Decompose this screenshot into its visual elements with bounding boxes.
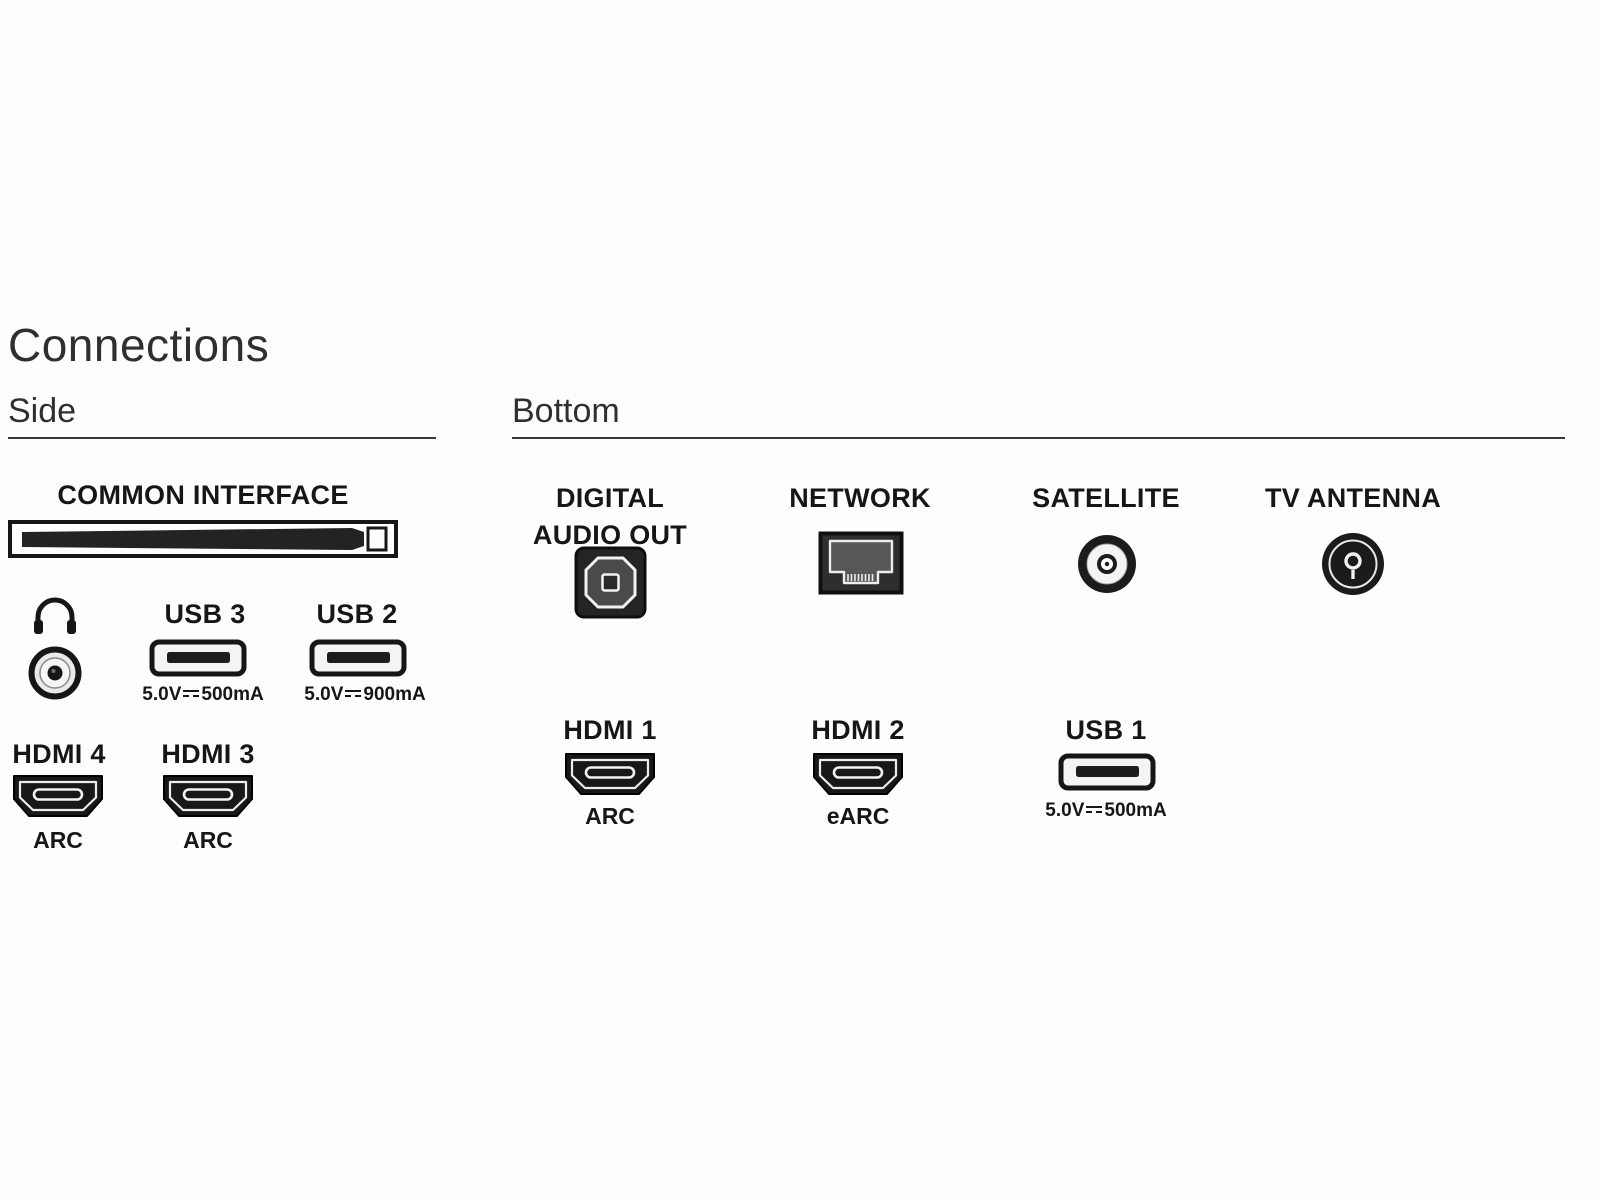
satellite-label: SATELLITE (1032, 483, 1180, 513)
hdmi4-label: HDMI 4 (12, 739, 106, 769)
side-divider (8, 437, 436, 439)
satellite-connector-icon (1076, 533, 1138, 595)
usb3-power-spec: 5.0V 500mA (118, 684, 288, 706)
voltage-text: 5.0V (142, 684, 182, 705)
voltage-text: 5.0V (304, 684, 344, 705)
network-label: NETWORK (789, 483, 931, 513)
tv-antenna-label: TV ANTENNA (1265, 483, 1441, 513)
section-title-bottom: Bottom (512, 392, 620, 430)
hdmi3-arc-label: ARC (183, 827, 233, 853)
usb1-power-spec: 5.0V 500mA (1021, 800, 1191, 822)
hdmi4-port-icon (10, 773, 106, 819)
digital-audio-out-line2: AUDIO OUT (532, 520, 688, 550)
hdmi4-arc-label: ARC (33, 827, 83, 853)
voltage-text: 5.0V (1045, 800, 1085, 821)
hdmi3-label: HDMI 3 (161, 739, 255, 769)
hdmi3-port-icon (160, 773, 256, 819)
ethernet-port-icon (818, 531, 904, 595)
usb2-port-icon (309, 639, 407, 677)
hdmi1-port-icon (562, 751, 658, 797)
usb3-port-icon (149, 639, 247, 677)
hdmi1-label: HDMI 1 (563, 715, 657, 745)
usb3-label: USB 3 (164, 599, 246, 629)
usb1-label: USB 1 (1065, 715, 1147, 745)
section-title-side: Side (8, 392, 77, 430)
bottom-divider (512, 437, 1565, 439)
usb1-port-icon (1058, 753, 1156, 791)
antenna-connector-icon (1320, 531, 1386, 597)
usb2-label: USB 2 (316, 599, 398, 629)
common-interface-label: COMMON INTERFACE (57, 480, 349, 510)
current-text: 900mA (363, 684, 426, 705)
page-title: Connections (8, 319, 270, 371)
common-interface-slot-icon (8, 519, 398, 559)
hdmi1-arc-label: ARC (585, 803, 635, 829)
digital-audio-out-label: DIGITAL AUDIO OUT (510, 480, 710, 554)
current-text: 500mA (1104, 800, 1167, 821)
usb2-power-spec: 5.0V 900mA (280, 684, 450, 706)
digital-audio-out-line1: DIGITAL (555, 483, 665, 513)
hdmi2-port-icon (810, 751, 906, 797)
headphones-icon (32, 597, 78, 635)
current-text: 500mA (201, 684, 264, 705)
dc-symbol-icon (183, 690, 200, 700)
hdmi2-earc-label: eARC (826, 803, 890, 829)
headphone-jack-icon (28, 646, 82, 700)
hdmi2-label: HDMI 2 (811, 715, 905, 745)
optical-audio-port-icon (573, 545, 648, 620)
dc-symbol-icon (1086, 806, 1103, 816)
dc-symbol-icon (345, 690, 362, 700)
